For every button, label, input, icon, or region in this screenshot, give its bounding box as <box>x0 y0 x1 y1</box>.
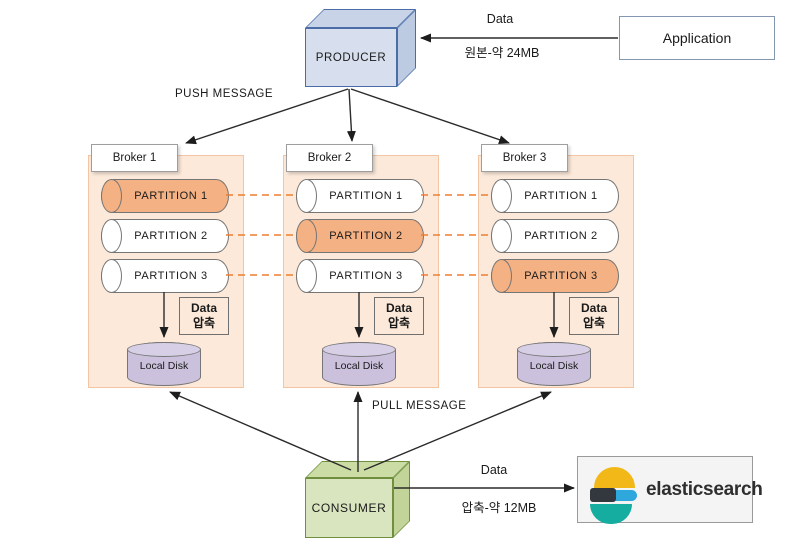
arrow-consumer-to-broker1 <box>169 391 352 471</box>
disk-rim <box>126 341 201 357</box>
producer-label: PRODUCER <box>305 28 397 87</box>
partition-label: PARTITION 3 <box>524 270 598 282</box>
broker-panel-1: Broker 1 PARTITION 1 PARTITION 2 PARTITI… <box>88 144 244 388</box>
consumer-to-es-label: Data <box>480 463 508 477</box>
pull-message-label: PULL MESSAGE <box>372 400 467 412</box>
partition-label: PARTITION 2 <box>524 230 598 242</box>
cylinder-cap <box>491 178 512 213</box>
data-compression-box: Data 압축 <box>374 297 424 335</box>
local-disk-label: Local Disk <box>334 360 384 372</box>
local-disk-cylinder: Local Disk <box>126 341 201 386</box>
local-disk-label: Local Disk <box>139 360 189 372</box>
es-logo-dark-block <box>590 488 616 502</box>
broker-1-title: Broker 1 <box>91 144 178 172</box>
application-label: Application <box>662 30 732 46</box>
cylinder-cap <box>296 258 317 293</box>
data-compression-box: Data 압축 <box>569 297 619 335</box>
partition-label: PARTITION 1 <box>134 190 208 202</box>
elasticsearch-logo-icon <box>589 466 637 524</box>
elasticsearch-label: elasticsearch <box>646 478 763 500</box>
partition-label: PARTITION 3 <box>329 270 403 282</box>
broker-panel-3: Broker 3 PARTITION 1 PARTITION 2 PARTITI… <box>478 144 634 388</box>
consumer-to-es-sublabel: 압축-약 12MB <box>461 501 537 515</box>
cylinder-cap <box>101 178 122 213</box>
compression-line2: 압축 <box>192 316 216 330</box>
compression-line2: 압축 <box>582 316 606 330</box>
compression-line1: Data <box>580 301 607 315</box>
partition-label: PARTITION 2 <box>134 230 208 242</box>
es-logo-yellow-arc <box>594 466 635 488</box>
partition-label: PARTITION 1 <box>329 190 403 202</box>
broker-2-title: Broker 2 <box>286 144 373 172</box>
application-box: Application <box>619 16 775 60</box>
cylinder-cap <box>296 178 317 213</box>
arrow-producer-to-broker2 <box>346 88 356 142</box>
consumer-label: CONSUMER <box>305 478 393 538</box>
es-logo-teal-arc <box>590 503 632 524</box>
data-compression-box: Data 압축 <box>179 297 229 335</box>
partition-label: PARTITION 2 <box>329 230 403 242</box>
cylinder-cap <box>491 258 512 293</box>
local-disk-cylinder: Local Disk <box>321 341 396 386</box>
producer-box: PRODUCER <box>305 9 416 87</box>
disk-rim <box>516 341 591 357</box>
broker-3-title: Broker 3 <box>481 144 568 172</box>
cylinder-cap <box>101 258 122 293</box>
elasticsearch-box: elasticsearch <box>577 456 763 524</box>
compression-line1: Data <box>385 301 412 315</box>
partition-cylinder: PARTITION 1 <box>491 178 619 213</box>
partition-cylinder: PARTITION 2 <box>296 218 424 253</box>
app-to-producer-sublabel: 원본-약 24MB <box>464 46 540 60</box>
partition-cylinder: PARTITION 3 <box>491 258 619 293</box>
cylinder-cap <box>491 218 512 253</box>
partition-label: PARTITION 1 <box>524 190 598 202</box>
push-message-label: PUSH MESSAGE <box>175 88 274 100</box>
compression-line1: Data <box>190 301 217 315</box>
arrow-producer-to-broker3 <box>350 88 510 145</box>
partition-label: PARTITION 3 <box>134 270 208 282</box>
compression-line2: 압축 <box>387 316 411 330</box>
app-to-producer-label: Data <box>486 12 514 26</box>
partition-cylinder: PARTITION 2 <box>101 218 229 253</box>
partition-cylinder: PARTITION 1 <box>101 178 229 213</box>
broker-panel-2: Broker 2 PARTITION 1 PARTITION 2 PARTITI… <box>283 144 439 388</box>
partition-cylinder: PARTITION 1 <box>296 178 424 213</box>
cylinder-cap <box>296 218 317 253</box>
partition-cylinder: PARTITION 3 <box>296 258 424 293</box>
local-disk-cylinder: Local Disk <box>516 341 591 386</box>
partition-cylinder: PARTITION 3 <box>101 258 229 293</box>
disk-rim <box>321 341 396 357</box>
cylinder-cap <box>101 218 122 253</box>
consumer-box: CONSUMER <box>305 461 410 538</box>
local-disk-label: Local Disk <box>529 360 579 372</box>
partition-cylinder: PARTITION 2 <box>491 218 619 253</box>
